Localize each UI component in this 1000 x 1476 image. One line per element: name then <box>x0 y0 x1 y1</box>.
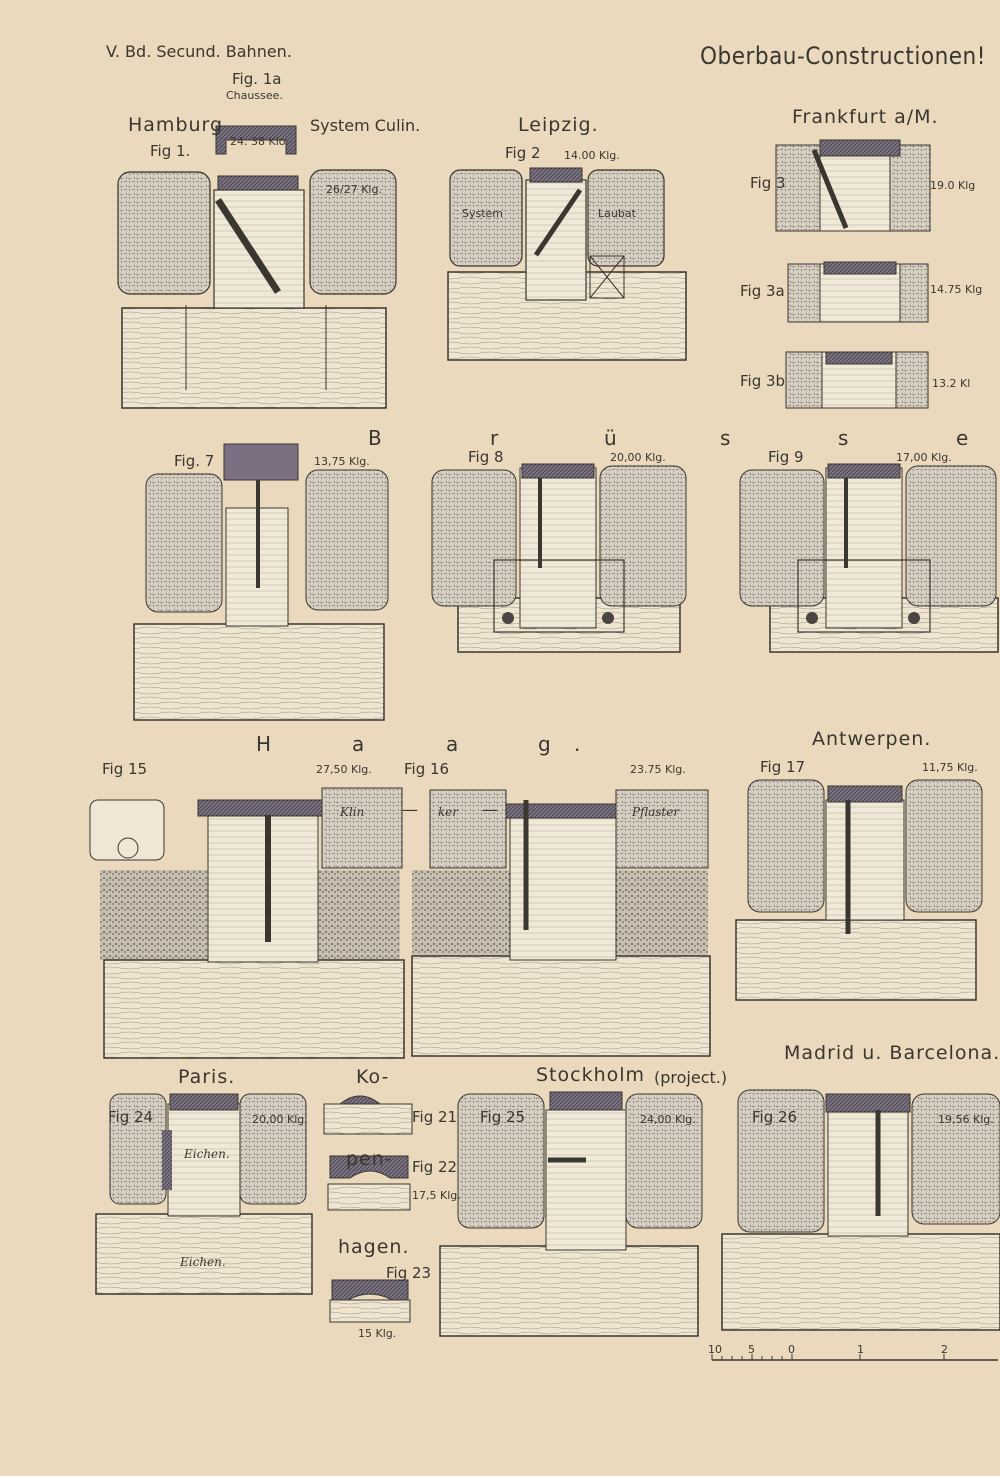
fig-2-label: Fig 2 <box>505 144 541 162</box>
system-culin-label: System Culin. <box>310 116 421 135</box>
haag-letter-1: H <box>256 732 272 756</box>
bruessel-letter-3: ü <box>604 426 617 450</box>
fig-15-drawing <box>89 787 405 1059</box>
project-label: (project.) <box>654 1068 728 1087</box>
fig-23-drawing <box>329 1279 411 1323</box>
fig-26-madrid-drawing <box>721 1089 1000 1331</box>
fig-7-weight: 13,75 Klg. <box>314 455 370 468</box>
system-inscription: System <box>462 207 504 220</box>
fig-7-label: Fig. 7 <box>174 452 215 470</box>
scale-bar <box>711 1354 998 1361</box>
haag-letter-5: . <box>574 732 581 756</box>
scale-tick-10: 10 <box>708 1343 722 1356</box>
fig-1-weight: 26/27 Klg. <box>326 183 382 196</box>
bruessel-letter-5: s <box>838 426 849 450</box>
fig-1-hamburg-drawing <box>117 169 397 409</box>
fig-3-frankfurt-drawing <box>775 139 931 232</box>
klin-inscription: Klin <box>340 805 365 819</box>
fig-3a-weight: 14.75 Klg <box>930 283 983 296</box>
fig-24-weight: 20,00 Klg. <box>252 1113 308 1126</box>
fig-17-weight: 11,75 Klg. <box>922 761 978 774</box>
fig-26-label: Fig 26 <box>752 1108 798 1126</box>
fig-22-label: Fig 22 <box>412 1158 458 1176</box>
bruessel-letter-4: s <box>720 426 731 450</box>
fig-25-label: Fig 25 <box>480 1108 526 1126</box>
fig-9-label: Fig 9 <box>768 448 804 466</box>
fig-3a-label: Fig 3a <box>740 282 785 300</box>
haag-letter-2: a <box>352 732 365 756</box>
scale-tick-0: 0 <box>788 1343 795 1356</box>
fig-24-paris-drawing <box>95 1093 313 1295</box>
fig-2-weight: 14.00 Klg. <box>564 149 620 162</box>
haag-letter-4: g <box>538 732 551 756</box>
fig-17-label: Fig 17 <box>760 758 806 776</box>
fig-23-label: Fig 23 <box>386 1264 432 1282</box>
antwerpen-label: Antwerpen. <box>812 728 932 750</box>
frankfurt-label: Frankfurt a/M. <box>792 106 939 128</box>
pen-label: pen- <box>346 1148 393 1170</box>
fig-15-weight: 27,50 Klg. <box>316 763 372 776</box>
fig-23-weight: 15 Klg. <box>358 1327 397 1340</box>
fig-1-label: Fig 1. <box>150 142 191 160</box>
fig-17-drawing <box>735 779 983 1001</box>
bruessel-letter-2: r <box>490 426 499 450</box>
fig-16-drawing <box>411 789 711 1057</box>
scale-tick-5: 5 <box>748 1343 755 1356</box>
fig-26-weight: 19,56 Klg. <box>938 1113 994 1126</box>
bruessel-letter-6: e <box>956 426 969 450</box>
chaussee-label: Chaussee. <box>226 89 283 102</box>
fig-25-weight: 24,00 Klg. <box>640 1113 696 1126</box>
eichen-inscription-2: Eichen. <box>180 1255 226 1269</box>
fig-16-label: Fig 16 <box>404 760 450 778</box>
plate-title: Oberbau-Constructionen! <box>700 42 986 70</box>
fig-15-label: Fig 15 <box>102 760 148 778</box>
fig-3-weight: 19.0 Klg <box>930 179 976 192</box>
ko-label: Ko- <box>356 1066 390 1088</box>
ker-inscription: ker <box>438 805 459 819</box>
fig-8-drawing <box>431 463 687 653</box>
fig-8-weight: 20,00 Klg. <box>610 451 666 464</box>
madrid-barcelona-label: Madrid u. Barcelona. <box>784 1042 1000 1064</box>
fig-1a-chaussee-profile <box>215 125 297 155</box>
fig-3b-weight: 13.2 Kl <box>932 377 971 390</box>
haag-letter-3: a <box>446 732 459 756</box>
fig-16-weight: 23.75 Klg. <box>630 763 686 776</box>
scale-tick-2: 2 <box>941 1343 948 1356</box>
scale-tick-1: 1 <box>857 1343 864 1356</box>
dash-2: — <box>482 800 498 819</box>
fig-21-label: Fig 21 <box>412 1108 458 1126</box>
fig-8-label: Fig 8 <box>468 448 504 466</box>
fig-21-drawing <box>323 1095 413 1135</box>
fig-22-drawing <box>327 1155 411 1211</box>
pflaster-inscription: Pflaster <box>632 805 680 819</box>
fig-1a-label: Fig. 1a <box>232 70 282 88</box>
fig-3a-drawing <box>787 261 929 323</box>
stockholm-label: Stockholm <box>536 1064 646 1086</box>
laubat-inscription: Laubat <box>598 207 636 220</box>
dash-1: — <box>402 800 418 819</box>
leipzig-label: Leipzig. <box>518 114 599 136</box>
fig-3-label: Fig 3 <box>750 174 786 192</box>
fig-3b-label: Fig 3b <box>740 372 786 390</box>
fig-9-drawing <box>739 463 999 653</box>
eichen-inscription-1: Eichen. <box>184 1147 230 1161</box>
fig-2-leipzig-drawing <box>447 167 687 361</box>
fig-24-label: Fig 24 <box>108 1108 154 1126</box>
paris-label: Paris. <box>178 1066 236 1088</box>
fig-22-weight: 17,5 Klg. <box>412 1189 461 1202</box>
bruessel-letter-1: B <box>368 426 382 450</box>
volume-header: V. Bd. Secund. Bahnen. <box>106 42 292 61</box>
hagen-label: hagen. <box>338 1236 410 1258</box>
fig-1a-weight: 24. 38 Klo. <box>230 135 289 148</box>
fig-3b-drawing <box>785 351 929 409</box>
fig-9-weight: 17,00 Klg. <box>896 451 952 464</box>
fig-25-stockholm-drawing <box>439 1091 703 1337</box>
fig-7-drawing <box>133 443 389 721</box>
hamburg-label: Hamburg <box>128 114 224 136</box>
